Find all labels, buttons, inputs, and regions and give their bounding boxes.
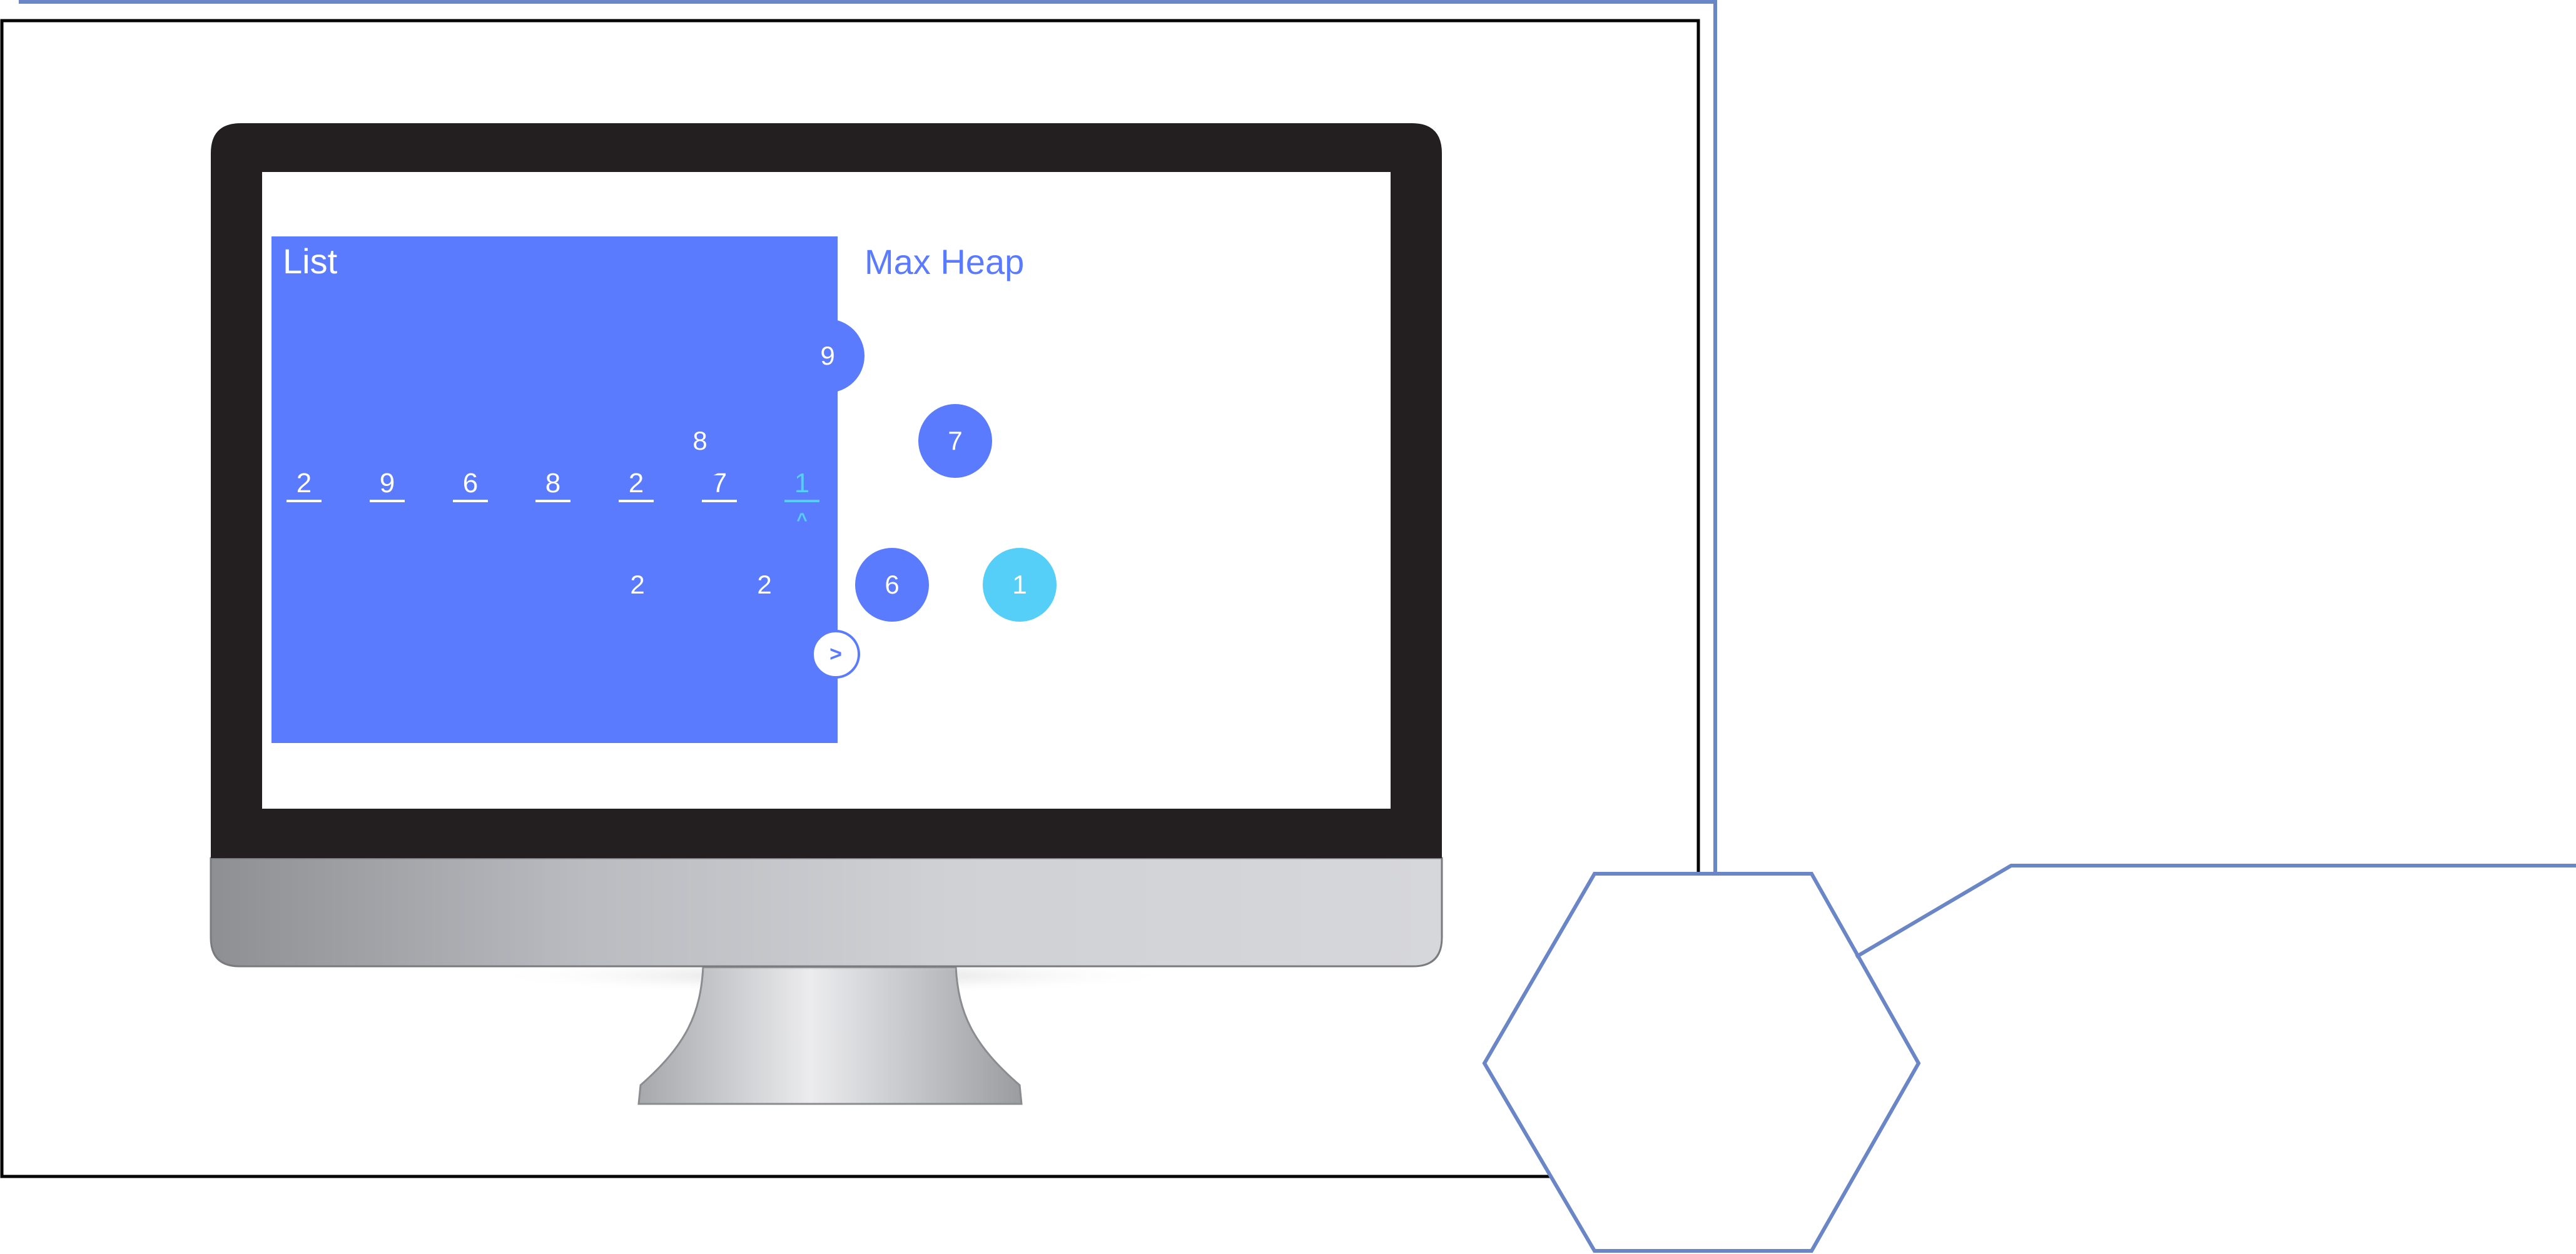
monitor-chin [210, 857, 1443, 968]
heap-title: Max Heap [865, 242, 1025, 281]
front-frame-line [0, 19, 1700, 1178]
list-item-underline [619, 500, 654, 502]
back-frame-line [19, 0, 1717, 874]
list-item-underline [287, 500, 322, 502]
list-item: 6 [453, 470, 488, 502]
hexagon-callout [1482, 872, 1921, 1253]
list-item: 1^ [784, 470, 819, 530]
list-item-underline [370, 500, 405, 502]
heap-node: 8 [663, 404, 737, 478]
current-index-pointer: ^ [796, 510, 808, 530]
list-item-value: 6 [462, 468, 479, 498]
heap-node: 9 [791, 319, 865, 393]
stand-neck-shade [702, 967, 957, 985]
heap-node: 7 [918, 404, 992, 478]
list-item-value: 2 [628, 468, 644, 498]
heap-node: 2 [728, 548, 801, 622]
list-item-underline [535, 500, 570, 502]
list-item-underline [702, 500, 737, 502]
list-item-underline [784, 500, 819, 502]
next-step-button[interactable]: > [811, 630, 860, 679]
list-item-value: 8 [545, 468, 561, 498]
list-item: 8 [535, 470, 570, 502]
list-item: 9 [370, 470, 405, 502]
list-item: 2 [287, 470, 322, 502]
monitor-stand [637, 966, 1023, 1105]
list-item-value: 9 [379, 468, 395, 498]
heap-node: 2 [601, 548, 674, 622]
list-item: 2 [619, 470, 654, 502]
heap-node: 6 [855, 548, 929, 622]
callout-leader-line [1855, 864, 2576, 959]
list-item-value: 1 [794, 468, 810, 498]
list-item-value: 2 [296, 468, 312, 498]
list-item-underline [453, 500, 488, 502]
heap-node: 1 [983, 548, 1057, 622]
list-title: List [283, 241, 338, 281]
